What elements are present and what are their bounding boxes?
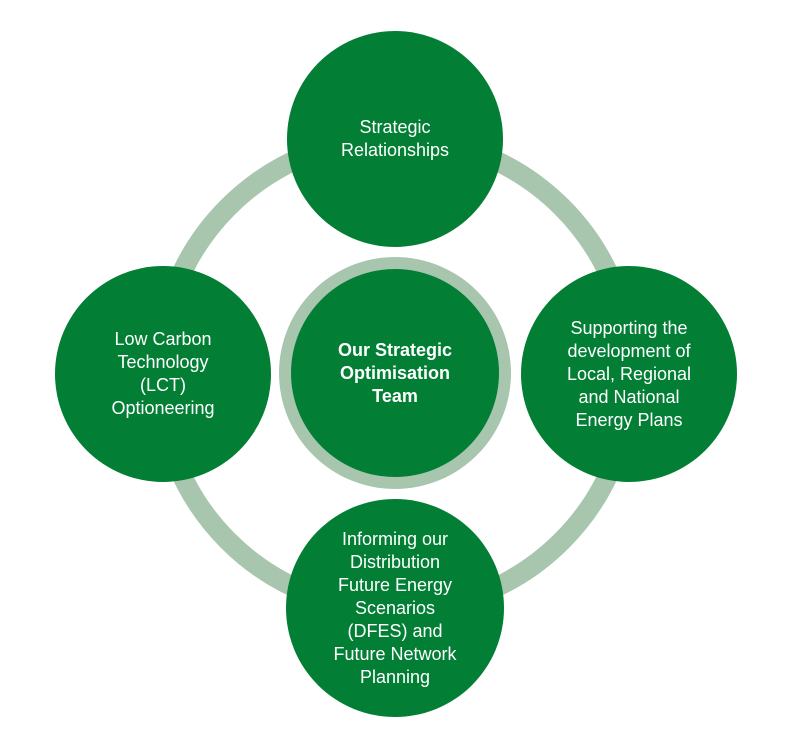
top-node-label: Strategic Relationships — [340, 117, 450, 160]
center-node-label: Our Strategic Optimisation Team — [337, 339, 453, 406]
left-node-label: Low Carbon Technology (LCT) Optioneering — [111, 329, 215, 418]
right-node-label: Supporting the development of Local, Reg… — [566, 317, 692, 430]
bottom-node-label: Informing our Distribution Future Energy… — [333, 528, 457, 687]
left-node: Low Carbon Technology (LCT) Optioneering — [55, 266, 271, 482]
right-node: Supporting the development of Local, Reg… — [521, 266, 737, 482]
bottom-node: Informing our Distribution Future Energy… — [286, 499, 504, 717]
top-node: Strategic Relationships — [287, 31, 503, 247]
center-node: Our Strategic Optimisation Team — [291, 269, 499, 477]
